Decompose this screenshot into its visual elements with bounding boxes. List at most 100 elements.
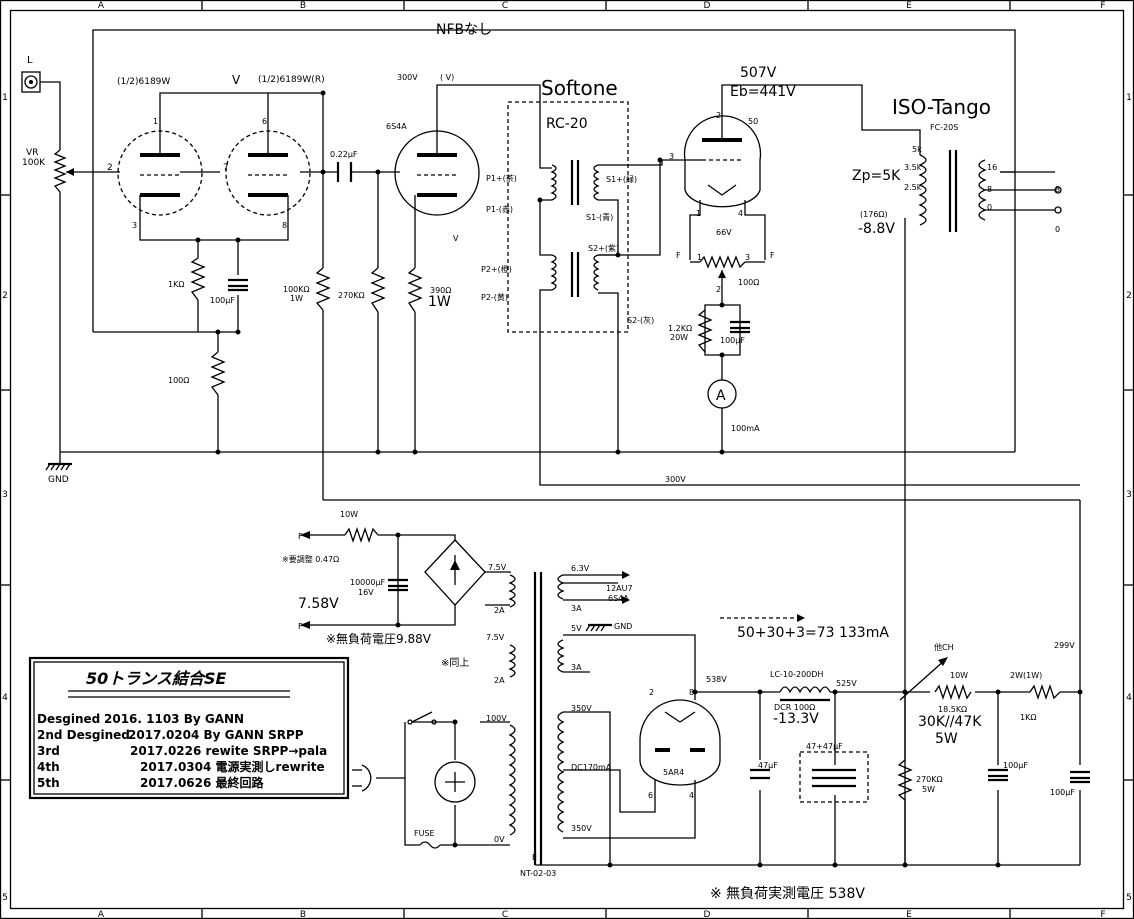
resistor-1k-rail bbox=[1029, 683, 1061, 701]
p50-4-label: 4 bbox=[738, 209, 743, 218]
col-label-d: D bbox=[704, 1, 711, 11]
ground-symbol bbox=[45, 452, 72, 471]
v350b-label: 350V bbox=[571, 824, 592, 833]
zp-label: Zp=5K bbox=[852, 168, 901, 184]
c022-label: 0.22μF bbox=[330, 150, 358, 159]
row-label-2-right: 2 bbox=[1126, 291, 1132, 301]
v88-label: -8.8V bbox=[858, 221, 895, 237]
fc20s-label: FC-20S bbox=[930, 123, 958, 132]
speaker-8-label: 8 bbox=[1055, 185, 1060, 194]
v350a-label: 350V bbox=[571, 704, 592, 713]
wiring-power bbox=[310, 500, 1081, 866]
meter-label: A bbox=[716, 388, 726, 404]
row-label-3: 3 bbox=[2, 490, 8, 500]
coupling-capacitor bbox=[336, 162, 353, 182]
tube-50 bbox=[675, 115, 762, 208]
r12k-watt: 20W bbox=[670, 333, 688, 342]
fuse-label: FUSE bbox=[414, 829, 435, 838]
col-label-a: A bbox=[98, 1, 105, 11]
tube2-label: (1/2)6189W(R) bbox=[258, 75, 325, 85]
h12-label: 12AU7 bbox=[606, 584, 633, 593]
other-ch-label: 他CH bbox=[934, 642, 954, 652]
col-label-b-bottom: B bbox=[300, 910, 306, 919]
row-label-4-right: 4 bbox=[1126, 693, 1132, 703]
r5w-label: 5W bbox=[935, 731, 958, 747]
power-switch bbox=[407, 711, 437, 725]
a3b-label: 3A bbox=[571, 663, 582, 672]
input-jack bbox=[21, 71, 41, 93]
row-label-3-right: 3 bbox=[1126, 490, 1132, 500]
h6s-label: 6S4A bbox=[608, 594, 629, 603]
frame-row-labels: 1 2 3 4 5 1 2 3 4 5 bbox=[2, 93, 1132, 903]
c100u-c-label: 100μF bbox=[1003, 761, 1028, 770]
resistor-100k-plate bbox=[315, 267, 331, 311]
power-transformer bbox=[508, 572, 565, 865]
title-row-3-label: 3rd bbox=[37, 744, 60, 758]
r100-label: 100Ω bbox=[168, 376, 189, 385]
capacitor-100uf-rail bbox=[988, 768, 1008, 782]
title-row-2-text: 2017.0204 By GANN SRPP bbox=[128, 728, 304, 742]
v538-label: 538V bbox=[706, 675, 727, 684]
p5-2-label: 2 bbox=[649, 688, 654, 697]
same-label: ※同上 bbox=[441, 657, 469, 669]
title-row-4-label: 4th bbox=[37, 760, 60, 774]
gnd-label: GND bbox=[48, 475, 69, 485]
tube4-label: 50 bbox=[748, 117, 758, 126]
c10000-label: 10000μF bbox=[350, 578, 386, 587]
pot-pin2: 2 bbox=[716, 285, 721, 294]
nl538-label: ※ 無負荷実測電圧 538V bbox=[710, 886, 865, 902]
a2a-label: 2A bbox=[494, 606, 505, 615]
o16-label: 16 bbox=[987, 163, 997, 172]
s1m-label: S1-(青) bbox=[586, 212, 613, 222]
v300-label: 300V bbox=[397, 73, 418, 82]
t176-label: (176Ω) bbox=[860, 210, 888, 219]
p5-8-label: 8 bbox=[689, 688, 694, 697]
speaker-terminals bbox=[1054, 186, 1062, 214]
softone-label: Softone bbox=[541, 76, 618, 100]
pin-7-label: 7 bbox=[223, 163, 229, 173]
c4747-label: 47+47μF bbox=[806, 742, 843, 751]
c100u-a-label: 100μF bbox=[210, 296, 235, 305]
row-label-2: 2 bbox=[2, 291, 8, 301]
p5-6-label: 6 bbox=[648, 791, 653, 800]
a2b-label: 2A bbox=[494, 676, 505, 685]
dual-capacitor-box bbox=[799, 751, 869, 803]
p1p-label: P1+(茶) bbox=[486, 173, 517, 183]
resistor-270k-bleeder bbox=[897, 759, 913, 801]
hum-balancer-pot bbox=[699, 255, 746, 278]
r30k-label: 30K//47K bbox=[918, 714, 982, 730]
p5-4-label: 4 bbox=[689, 791, 694, 800]
p2p-label: P2+(橙) bbox=[481, 264, 512, 274]
interstage-transformer-upper bbox=[550, 160, 600, 205]
arrow-f-out-2 bbox=[300, 621, 310, 629]
o8-label: 8 bbox=[987, 185, 992, 194]
arrow-6-3v bbox=[563, 571, 630, 604]
interstage-transformer-lower bbox=[550, 252, 600, 297]
col-label-a-bottom: A bbox=[98, 910, 105, 919]
c10000v-label: 16V bbox=[358, 588, 374, 597]
title-row-5-label: 5th bbox=[37, 776, 60, 790]
capacitor-10000uf bbox=[388, 578, 408, 592]
dcr-label: DCR 100Ω bbox=[774, 703, 815, 712]
v100-label: 100V bbox=[486, 714, 507, 723]
p1m-label: P1-(赤) bbox=[486, 205, 513, 214]
p50-2-label: 2 bbox=[716, 111, 721, 120]
output-transformer bbox=[918, 150, 987, 232]
row-label-4: 4 bbox=[2, 693, 8, 703]
resistor-1-2k-20w bbox=[697, 309, 713, 353]
p50-1-label: 1 bbox=[696, 209, 701, 218]
r10w-label: 10W bbox=[340, 510, 358, 519]
arrow-f-out-1 bbox=[300, 531, 310, 539]
eb-label: Eb=441V bbox=[730, 84, 796, 100]
capacitor-47uf bbox=[750, 768, 770, 780]
row-label-1: 1 bbox=[2, 93, 8, 103]
p50-3-label: 3 bbox=[669, 152, 674, 161]
resistor-270k-grid bbox=[370, 267, 386, 313]
adj-label: ※要調整 0.47Ω bbox=[282, 554, 339, 564]
row-label-5: 5 bbox=[2, 893, 8, 903]
resistor-390 bbox=[407, 267, 423, 313]
t5k-label: 5k bbox=[912, 145, 922, 154]
r12k-label: 1.2KΩ bbox=[668, 324, 692, 333]
ac-plug bbox=[352, 764, 405, 792]
